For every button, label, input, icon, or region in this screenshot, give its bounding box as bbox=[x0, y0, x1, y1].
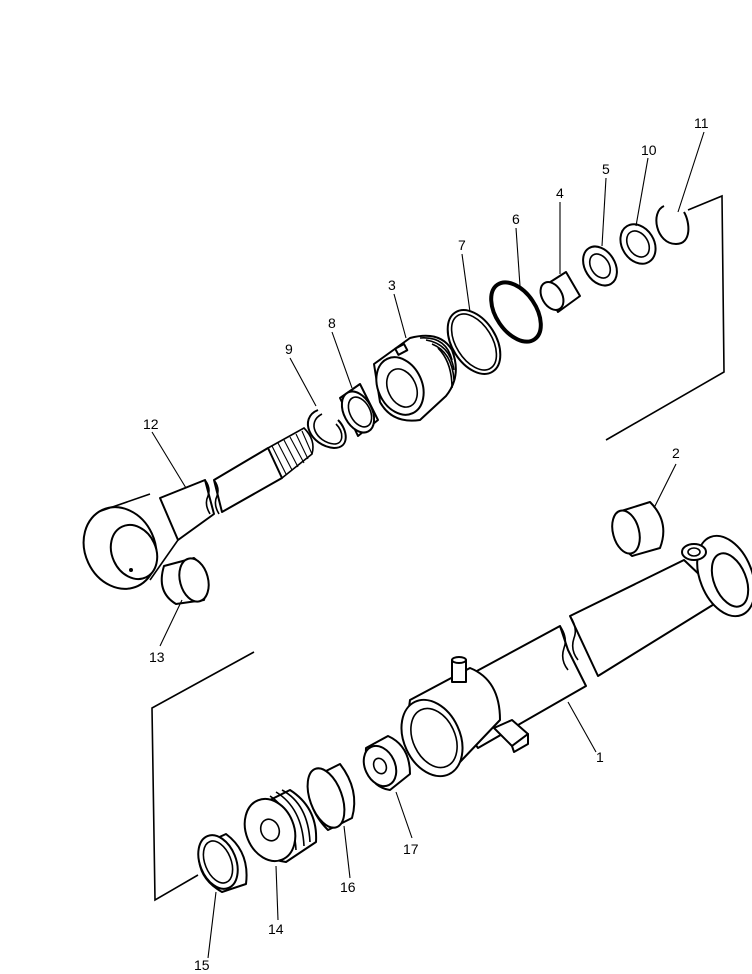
lower-group-bracket bbox=[151, 651, 255, 902]
callout-12: 12 bbox=[143, 416, 159, 432]
wear-ring-16 bbox=[306, 763, 356, 831]
bushing-4 bbox=[539, 271, 581, 313]
rod-seal-5 bbox=[582, 245, 618, 287]
callout-15: 15 bbox=[194, 957, 210, 973]
callout-3: 3 bbox=[388, 277, 396, 293]
upper-group-bracket bbox=[605, 194, 725, 441]
bushing-13 bbox=[160, 557, 210, 605]
callout-4: 4 bbox=[556, 185, 564, 201]
callout-17: 17 bbox=[403, 841, 419, 857]
nut-17 bbox=[362, 735, 411, 791]
callout-16: 16 bbox=[340, 879, 356, 895]
piston-14 bbox=[243, 789, 318, 863]
cylinder-tube bbox=[400, 534, 752, 778]
callout-13: 13 bbox=[149, 649, 165, 665]
callout-14: 14 bbox=[268, 921, 284, 937]
callout-5: 5 bbox=[602, 161, 610, 177]
piston-rod bbox=[82, 427, 314, 590]
callout-8: 8 bbox=[328, 315, 336, 331]
callout-2: 2 bbox=[672, 445, 680, 461]
callout-7: 7 bbox=[458, 237, 466, 253]
callout-9: 9 bbox=[285, 341, 293, 357]
dust-seal-10 bbox=[619, 223, 657, 265]
callout-11: 11 bbox=[694, 115, 709, 131]
cylinder-head-3 bbox=[373, 334, 457, 422]
snap-ring-9 bbox=[306, 409, 347, 449]
callout-10: 10 bbox=[641, 142, 657, 158]
bushing-2 bbox=[611, 501, 665, 557]
snap-ring-11 bbox=[655, 205, 690, 245]
bushing-8 bbox=[339, 383, 379, 437]
leader-lines bbox=[151, 131, 705, 959]
callout-6: 6 bbox=[512, 211, 520, 227]
backup-ring-7 bbox=[446, 309, 502, 375]
piston-seal-15 bbox=[197, 833, 248, 893]
callout-1: 1 bbox=[596, 749, 604, 765]
o-ring-6 bbox=[489, 280, 543, 344]
